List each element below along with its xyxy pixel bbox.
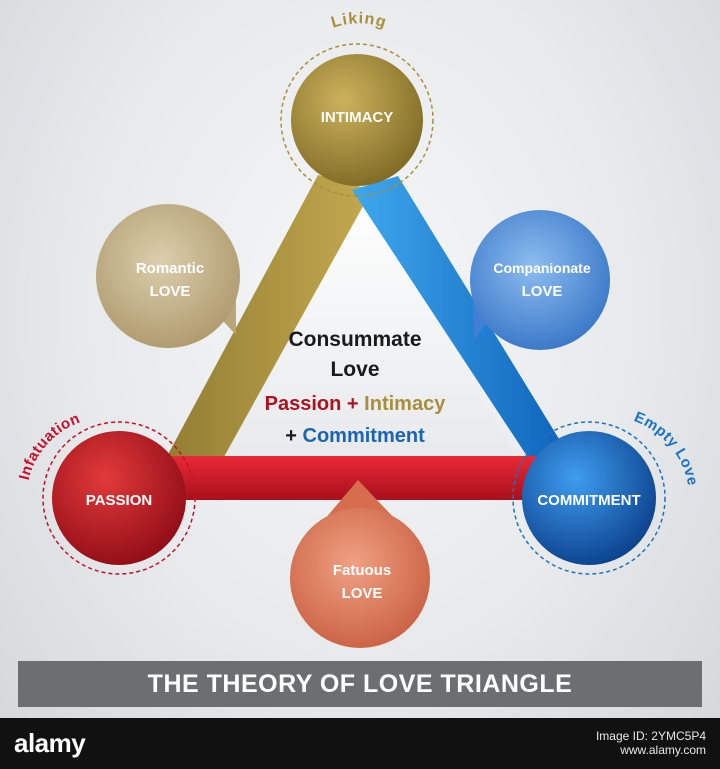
companionate-love-bubble: Companionate LOVE: [470, 210, 610, 350]
romantic-label: Romantic: [136, 260, 204, 277]
passion-commitment-bar: [172, 456, 548, 500]
intimacy-label: INTIMACY: [321, 109, 394, 126]
companionate-label: Companionate: [493, 260, 590, 276]
commitment-label: COMMITMENT: [537, 492, 640, 509]
inner-triangle: [195, 188, 528, 478]
image-id: Image ID: 2YMC5P4: [595, 729, 706, 743]
center-commitment-word: Commitment: [303, 425, 426, 447]
intimacy-commitment-bar: [352, 176, 578, 488]
fatuous-love-label: LOVE: [342, 585, 383, 602]
intimacy-passion-bar: [150, 175, 372, 500]
center-plus-2: +: [285, 425, 297, 447]
passion-label: PASSION: [86, 492, 152, 509]
fatuous-label: Fatuous: [333, 562, 391, 579]
fatuous-love-bubble: Fatuous LOVE: [290, 480, 430, 648]
footer-image-info: Image ID: 2YMC5P4 www.alamy.com: [596, 729, 706, 757]
romantic-love-label: LOVE: [150, 283, 191, 300]
site-url: www.alamy.com: [620, 743, 706, 757]
title-banner: THE THEORY OF LOVE TRIANGLE: [18, 661, 702, 707]
love-triangle-diagram: Romantic LOVE Companionate LOVE Fatuous …: [16, 10, 701, 648]
passion-node: PASSION: [42, 421, 196, 575]
romantic-love-bubble: Romantic LOVE: [96, 204, 240, 348]
intimacy-node: INTIMACY: [280, 43, 434, 197]
center-plus-1: +: [347, 393, 359, 415]
center-passion-word: Passion: [265, 393, 342, 415]
love-label: Love: [330, 358, 379, 381]
footer-bar: alamy Image ID: 2YMC5P4 www.alamy.com: [0, 718, 720, 769]
commitment-node: COMMITMENT: [512, 421, 666, 575]
liking-label: Liking: [329, 10, 389, 31]
consummate-label: Consummate: [288, 328, 421, 351]
passion-intimacy-line: Passion + Intimacy: [265, 393, 447, 415]
companionate-love-label: LOVE: [522, 283, 563, 300]
footer-logo: alamy: [14, 728, 86, 758]
commitment-line: + Commitment: [285, 425, 425, 447]
banner-title: THE THEORY OF LOVE TRIANGLE: [147, 669, 573, 698]
center-intimacy-word: Intimacy: [364, 393, 446, 415]
